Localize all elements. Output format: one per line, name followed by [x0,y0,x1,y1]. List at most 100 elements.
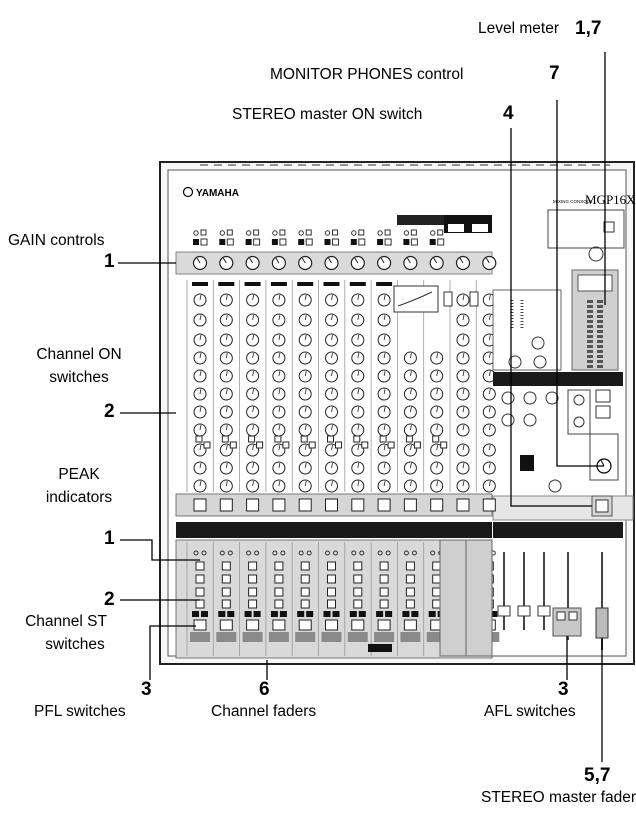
channel-on-number: 2 [104,401,115,422]
lower-dot [193,550,199,556]
channel-knob-pointer [304,424,307,431]
lower-channel-switches [186,539,500,657]
gain-knob-pointer [222,257,227,264]
channel-knob-pointer [357,424,360,431]
meter-led [597,330,603,333]
strip-tab [323,282,340,286]
channel-on-switch [256,441,264,449]
channel-on-switch [229,441,237,449]
header-switch [298,239,305,245]
channel-knob-pointer [488,406,491,413]
channel-knobs [186,280,496,493]
channel-on-switch [195,574,205,584]
channel-knob-pointer [252,314,254,321]
meter-led [587,330,593,333]
channel-knob-pointer [488,314,491,321]
meter-led [587,350,593,353]
header-switch [350,239,357,245]
faders-number: 6 [259,679,270,700]
channel-knob-pointer [462,334,465,341]
channel-knob-pointer [383,388,386,395]
channel-on-switch [405,587,415,597]
channel-knob-pointer [462,406,465,413]
level-meter-number: 1,7 [575,18,602,39]
pfl-number: 3 [141,679,152,700]
lower-dot [219,550,225,556]
pfl-switch [349,611,357,617]
channel-on-switch [300,435,308,443]
meter-led [587,315,593,318]
channel-knob-pointer [488,424,491,431]
callout-lines [118,52,606,762]
channel-knob-pointer [383,462,386,469]
channel-on-switch [195,561,205,571]
meter-led [597,365,603,368]
level-meter-label: Level meter [478,20,559,37]
channel-knob-pointer [331,444,333,451]
header-switch [193,239,199,245]
channel-knob-pointer [488,462,491,469]
peak-led [272,498,286,512]
stereo-strip [439,539,467,657]
meter-led [587,310,593,313]
channel-knob-pointer [410,352,412,359]
channel-on-switch [300,599,310,609]
channel-fader-cap [325,619,338,631]
channel-knob-pointer [410,388,412,395]
channel-st-label-2: switches [45,636,105,653]
strip-tab [244,282,261,286]
header-dot [272,230,278,236]
channel-on-switch [221,587,231,597]
gain-knob-pointer [275,257,280,264]
gain-knobs [192,255,497,271]
strip-tab [270,282,287,286]
channel-on-switch [274,587,284,597]
channel-knob-pointer [278,334,281,341]
header-switch [358,229,365,236]
channel-knob-pointer [278,352,281,359]
lower-dot [272,550,278,556]
channel-on-switch [248,599,258,609]
peak-led [246,498,260,512]
channel-on-switch [327,587,336,597]
channel-on-switch [300,574,310,584]
afl-number: 3 [558,679,569,700]
channel-fader-cap [193,619,207,631]
header-switch [384,229,391,236]
meter-led [597,360,603,363]
channel-on-switch [405,435,413,443]
channel-knob-pointer [252,462,254,469]
stereo-master-fader-knob[interactable] [595,607,609,639]
channel-knob-pointer [304,352,307,359]
lower-dot [359,550,365,556]
fader-slot [400,632,421,642]
channel-knob-pointer [436,480,439,487]
header-switch [253,229,260,236]
fader-slot [216,632,237,642]
strip-tab [192,282,208,286]
st-switch [306,611,314,617]
strip-tab [376,282,393,286]
lower-dot [201,550,207,556]
channel-knob-pointer [278,444,281,451]
channel-on-switch [274,561,284,571]
meter-led [597,340,603,343]
pfl-switch [270,611,278,617]
channel-knob-pointer [331,462,333,469]
gain-number: 1 [104,251,115,272]
brand-emblem-icon [182,186,194,198]
header-switch [271,239,278,245]
channel-knob-pointer [436,424,439,431]
channel-knob-pointer [410,480,412,487]
channel-knob-pointer [357,462,360,469]
channel-knob-pointer [488,352,491,359]
meter-led [597,335,603,338]
channel-knob-pointer [331,388,333,395]
gain-knob-pointer [459,257,464,264]
channel-knob-pointer [304,314,307,321]
channel-on-switch [221,574,231,584]
lower-dot [246,550,252,556]
header-dot [351,230,357,236]
channel-on-switch [221,435,229,443]
meter-led [597,320,603,323]
